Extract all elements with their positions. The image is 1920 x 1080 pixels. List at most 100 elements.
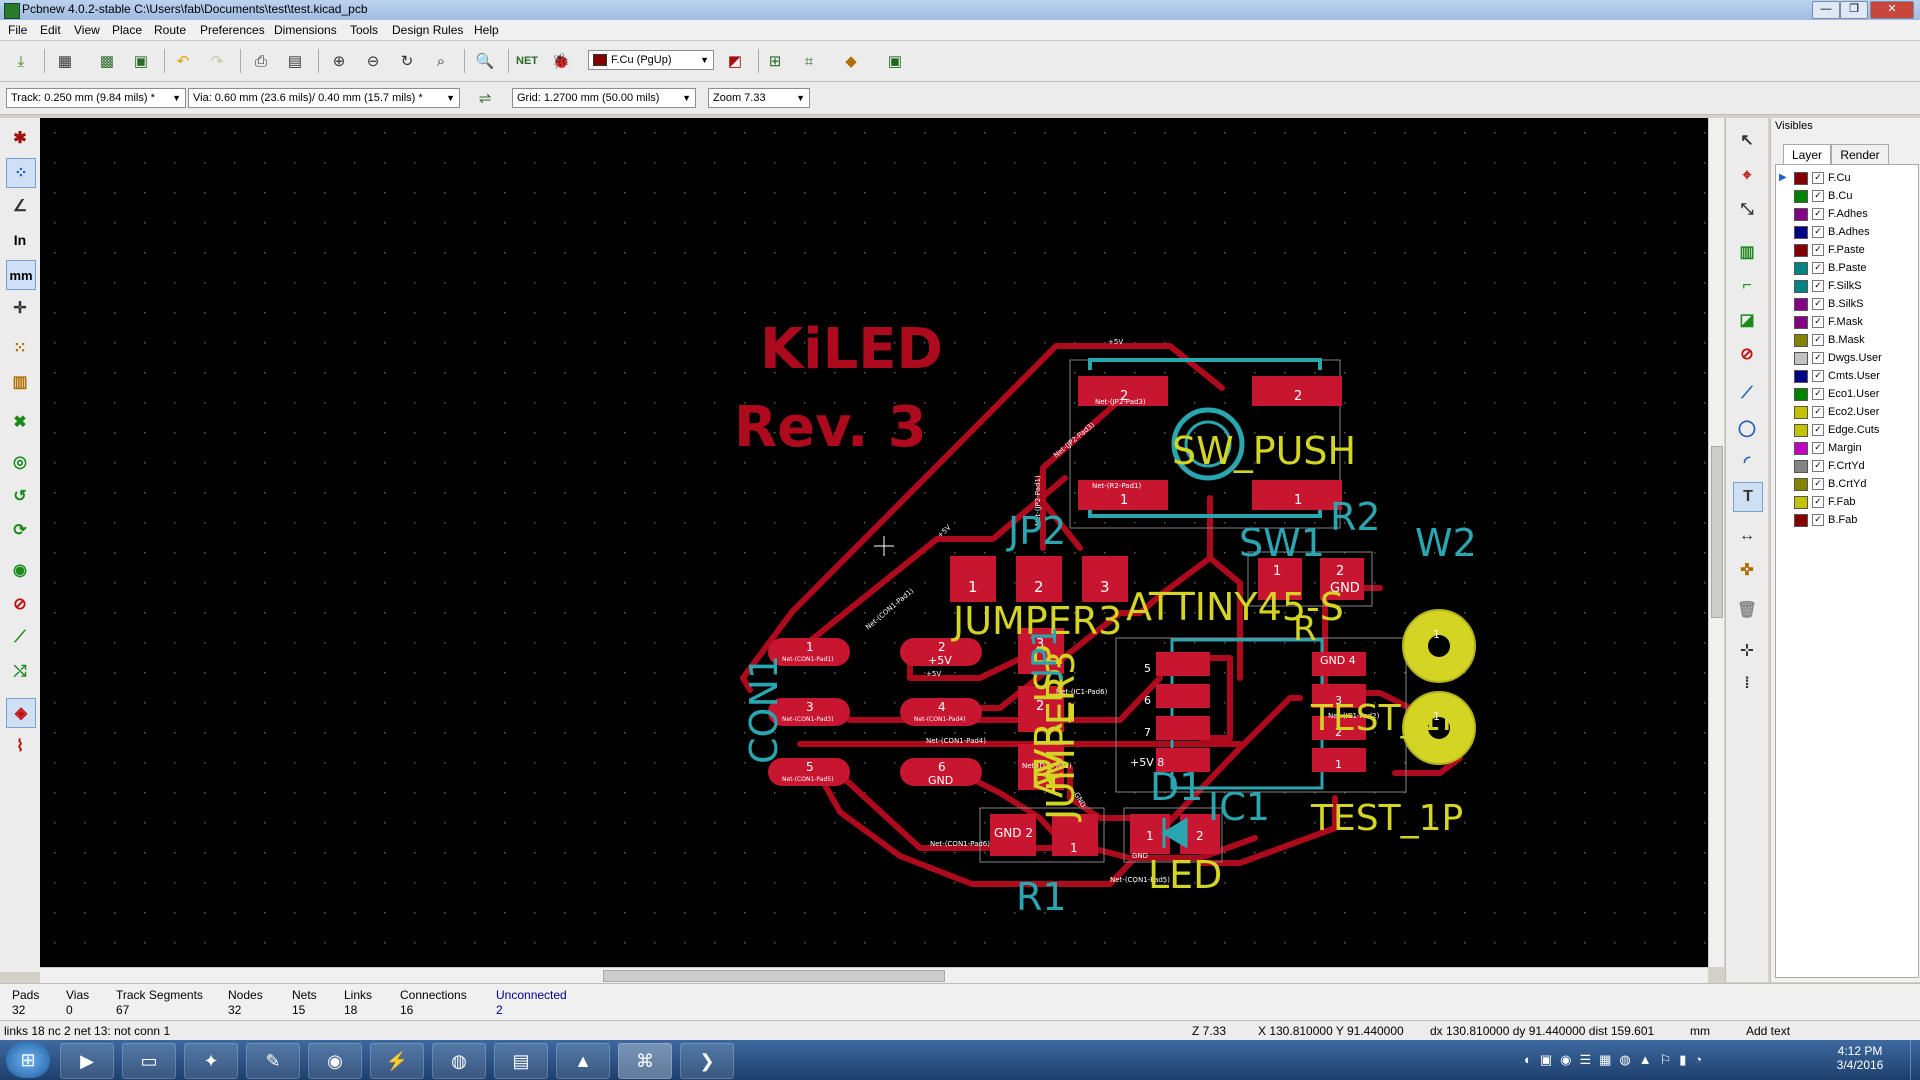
layer-visibility-checkbox[interactable]: ✓ [1812, 370, 1824, 382]
horizontal-scrollbar[interactable] [40, 967, 1708, 983]
track-r2-pad1[interactable] [1207, 555, 1243, 681]
layer-color-swatch[interactable] [1794, 387, 1808, 401]
layer-color-swatch[interactable] [1794, 315, 1808, 329]
layer-row[interactable]: ✓Eco1.User [1794, 385, 1918, 403]
layer-visibility-checkbox[interactable]: ✓ [1812, 226, 1824, 238]
add-arc-icon[interactable]: ◜ [1743, 454, 1751, 471]
interactive-router-icon[interactable]: ◆ [845, 53, 857, 70]
label-r2[interactable]: R2 [1330, 495, 1381, 539]
label-sw1[interactable]: SW1 [1239, 521, 1325, 565]
label-jp2[interactable]: JP2 [1006, 509, 1066, 553]
zone-outline-icon[interactable]: ↺ [13, 488, 27, 505]
route-tracks-icon[interactable]: ⌐ [1742, 277, 1752, 294]
layer-visibility-checkbox[interactable]: ✓ [1812, 442, 1824, 454]
notepad-icon[interactable]: ▤ [494, 1043, 548, 1079]
vias-sketch-icon[interactable]: ⊘ [13, 596, 27, 613]
add-dimension-icon[interactable]: ↔ [1739, 527, 1755, 544]
app-launcher-icon[interactable]: ✦ [184, 1043, 238, 1079]
local-ratsnest-icon[interactable]: ⤡ [1740, 201, 1754, 218]
grid-toggle-icon[interactable]: ⁘ [6, 158, 36, 188]
track-jp2-left[interactable] [1037, 475, 1083, 551]
add-line-icon[interactable]: ⟋ [1741, 385, 1753, 402]
add-text-icon[interactable]: T [1733, 482, 1763, 512]
jp2-footprint[interactable] [950, 556, 1128, 602]
track-width-select[interactable]: Track: 0.250 mm (9.84 mils) *▼ [6, 88, 186, 108]
layer-color-swatch[interactable] [1794, 225, 1808, 239]
pen-app-icon[interactable]: ✎ [246, 1043, 300, 1079]
delete-icon[interactable]: 🗑 [1736, 602, 1758, 619]
menu-route[interactable]: Route [154, 23, 187, 37]
pcb-canvas[interactable]: KiLED Rev. 3 [40, 118, 1708, 967]
select-tool-icon[interactable]: ↖ [1740, 132, 1754, 149]
label-con1[interactable]: CON1 [742, 655, 786, 764]
label-test-1p-b[interactable]: TEST_1P [1310, 798, 1463, 839]
cursor-shape-icon[interactable]: ✛ [13, 300, 27, 317]
layer-color-swatch[interactable] [1794, 261, 1808, 275]
layer-row[interactable]: ✓B.Paste [1794, 259, 1918, 277]
open-board-icon[interactable]: ⤓ [17, 52, 25, 70]
layer-visibility-checkbox[interactable]: ✓ [1812, 244, 1824, 256]
layer-color-swatch[interactable] [1794, 477, 1808, 491]
layer-row[interactable]: ✓Eco2.User [1794, 403, 1918, 421]
set-grid-origin-icon[interactable]: ⁞ [1744, 675, 1750, 692]
drc-off-icon[interactable]: ✱ [13, 130, 27, 147]
layer-row[interactable]: ✓B.Fab [1794, 511, 1918, 529]
layer-visibility-checkbox[interactable]: ✓ [1812, 208, 1824, 220]
pcbnew-taskbar-icon[interactable]: ⌘ [618, 1043, 672, 1079]
layer-row[interactable]: ✓Edge.Cuts [1794, 421, 1918, 439]
layer-visibility-checkbox[interactable]: ✓ [1812, 424, 1824, 436]
track-con1-pad5[interactable] [817, 695, 1303, 887]
system-tray-icons[interactable]: ◐▣◉☰▦◍▲⚐▮◔ [1524, 1052, 1711, 1067]
chrome-icon[interactable]: ◉ [308, 1043, 362, 1079]
track-test2[interactable] [1392, 755, 1463, 776]
layer-row[interactable]: ✓B.Cu [1794, 187, 1918, 205]
winamp-icon[interactable]: ⚡ [370, 1043, 424, 1079]
show-desktop-button[interactable] [1910, 1040, 1920, 1080]
layer-visibility-checkbox[interactable]: ✓ [1812, 334, 1824, 346]
layer-color-swatch[interactable] [1794, 441, 1808, 455]
label-jumper3-jp1[interactable]: JUMPER3 [1039, 651, 1083, 822]
drc-icon[interactable]: 🐞 [551, 53, 571, 70]
layer-row[interactable]: ✓F.Adhes [1794, 205, 1918, 223]
maximize-button[interactable]: ❐ [1840, 1, 1868, 19]
layer-visibility-checkbox[interactable]: ✓ [1812, 172, 1824, 184]
keepout-zone-icon[interactable]: ⊘ [1740, 346, 1754, 363]
menu-design-rules[interactable]: Design Rules [392, 23, 464, 37]
menu-edit[interactable]: Edit [40, 23, 61, 37]
add-zone-icon[interactable]: ◪ [1739, 312, 1755, 329]
add-circle-icon[interactable]: ◯ [1738, 420, 1756, 437]
tracks-sketch-icon[interactable]: ⟋ [14, 629, 26, 646]
layer-visibility-checkbox[interactable]: ✓ [1812, 514, 1824, 526]
layer-visibility-checkbox[interactable]: ✓ [1812, 190, 1824, 202]
netlist-icon[interactable]: NET [516, 55, 538, 67]
layer-color-swatch[interactable] [1794, 279, 1808, 293]
test-point-test1p[interactable]: 1 [1402, 691, 1476, 765]
track-5v-top[interactable] [740, 343, 1225, 693]
layer-visibility-checkbox[interactable]: ✓ [1812, 262, 1824, 274]
ic1-footprint[interactable] [1115, 637, 1407, 793]
layer-color-swatch[interactable] [1794, 513, 1808, 527]
label-w2[interactable]: W2 [1415, 521, 1477, 565]
undo-icon[interactable]: ↶ [176, 53, 190, 70]
module-editor-icon[interactable]: ▣ [133, 53, 149, 70]
ratsnest-icon[interactable]: ⁙ [13, 340, 27, 357]
layer-visibility-checkbox[interactable]: ✓ [1812, 406, 1824, 418]
layer-select[interactable]: F.Cu (PgUp)▼ [588, 50, 714, 70]
label-sw-push[interactable]: SW_PUSH [1172, 429, 1356, 473]
test-point-w2[interactable]: 1 [1402, 609, 1476, 683]
place-origin-icon[interactable]: ⊹ [1740, 642, 1754, 659]
vertical-scroll-thumb[interactable] [1711, 446, 1723, 618]
track-con1-pad1[interactable] [797, 475, 1068, 652]
label-led[interactable]: LED [1148, 853, 1222, 897]
menu-help[interactable]: Help [474, 23, 499, 37]
tab-render[interactable]: Render [1831, 144, 1889, 166]
zone-fill-icon[interactable]: ◎ [13, 454, 27, 471]
layer-color-swatch[interactable] [1794, 495, 1808, 509]
close-button[interactable]: ✕ [1870, 1, 1914, 19]
layer-color-swatch[interactable] [1794, 369, 1808, 383]
layer-row[interactable]: ✓F.Paste [1794, 241, 1918, 259]
grid-select[interactable]: Grid: 1.2700 mm (50.00 mils)▼ [512, 88, 696, 108]
menu-place[interactable]: Place [112, 23, 143, 37]
horizontal-scroll-thumb[interactable] [603, 970, 945, 982]
layer-row[interactable]: ✓F.Cu [1794, 169, 1918, 187]
